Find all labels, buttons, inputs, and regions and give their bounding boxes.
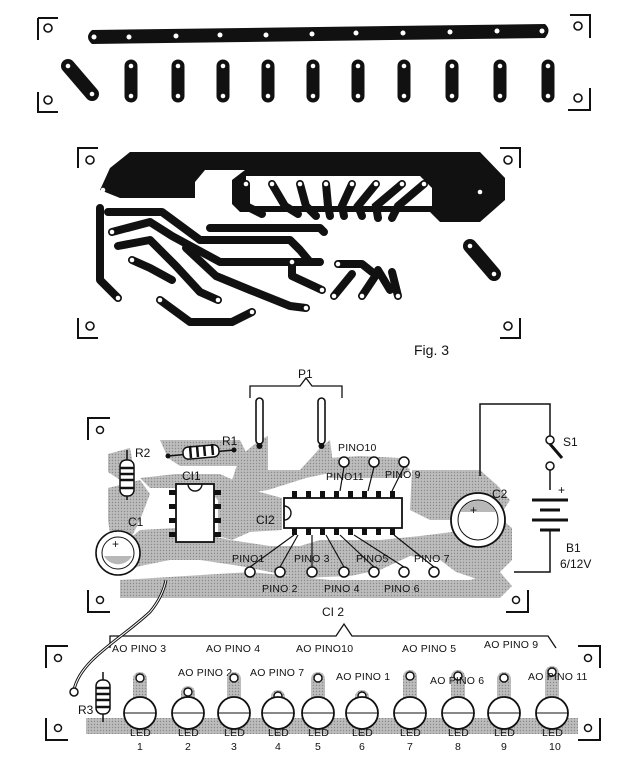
led-3: LED 3 AO PINO 4 [206, 643, 260, 753]
pcb-copper-layout: Fig. 3 [77, 147, 521, 358]
led-pad [405, 671, 415, 681]
r1-resistor [165, 443, 237, 460]
led-connection-label: AO PINO10 [296, 643, 353, 655]
led-8: LED 8 AO PINO 6 [430, 670, 484, 753]
pin-label-pino5: PINO5 [356, 553, 389, 565]
led-number: 7 [407, 741, 413, 753]
pin-label-pino7: PINO 7 [414, 553, 450, 565]
led-pad [313, 673, 323, 683]
led-connection-label: AO PINO 1 [336, 671, 390, 683]
led-board: R3 LED 1 AO PINO 3 LED 2 AO PINO 2 LED 3 AO PINO… [45, 639, 601, 753]
r2-label: R2 [135, 446, 151, 460]
led-number: 8 [455, 741, 461, 753]
c1-plus: + [112, 537, 119, 551]
led-pad [547, 667, 557, 677]
p1-label: P1 [298, 367, 313, 381]
led-label: LED [224, 727, 245, 739]
led-number: 2 [185, 741, 191, 753]
led-connection-label: AO PINO 2 [178, 667, 232, 679]
led-4: LED 4 AO PINO 7 [250, 667, 304, 753]
led-label: LED [542, 727, 563, 739]
b1-label: B1 [566, 541, 581, 555]
led-label: LED [268, 727, 289, 739]
led-number: 4 [275, 741, 281, 753]
p1-bracket [249, 376, 343, 398]
bus-trace [88, 24, 549, 44]
led-label: LED [494, 727, 515, 739]
led-number: 3 [231, 741, 237, 753]
figure-label: Fig. 3 [414, 342, 449, 358]
c2-capacitor [450, 492, 506, 548]
pin-label-pino1: PINO1 [232, 553, 265, 565]
led-connection-label: AO PINO 3 [112, 643, 166, 655]
ci1-chip [169, 483, 221, 543]
ci2-chip [283, 491, 403, 535]
pin-label-pino10: PINO10 [338, 442, 377, 454]
led-number: 5 [315, 741, 321, 753]
p1-potentiometer [255, 397, 326, 449]
led-number: 1 [137, 741, 143, 753]
r2-resistor [119, 450, 135, 500]
led-pad [135, 673, 145, 683]
led-connection-label: AO PINO 11 [528, 671, 588, 683]
c1-capacitor [95, 530, 141, 576]
led-pad [453, 671, 463, 681]
c2-plus: + [470, 503, 477, 517]
led-7: LED 7 AO PINO 5 [393, 643, 456, 753]
led-2: LED 2 AO PINO 2 [171, 667, 232, 753]
pin-label-pino6: PINO 6 [384, 583, 420, 595]
pin-label-pino9: PINO 9 [385, 469, 421, 481]
led-pad [499, 673, 509, 683]
b1-voltage: 6/12V [560, 557, 591, 571]
r1-label: R1 [222, 434, 238, 448]
led-pad [229, 673, 239, 683]
ci2-label: CI2 [256, 513, 275, 527]
led-number: 6 [359, 741, 365, 753]
c2-label: C2 [492, 487, 508, 501]
led-9: LED 9 AO PINO 9 [484, 639, 538, 753]
led-label: LED [178, 727, 199, 739]
pcb-top-strip [37, 14, 591, 113]
led-connection-label: AO PINO 7 [250, 667, 304, 679]
led-connection-label: AO PINO 4 [206, 643, 260, 655]
r3-label: R3 [78, 703, 94, 717]
b1-plus: + [558, 483, 565, 497]
r3-resistor [69, 672, 111, 722]
ci2-pin-pads [244, 456, 440, 578]
led-label: LED [400, 727, 421, 739]
led-connection-label: AO PINO 5 [402, 643, 456, 655]
pin-label-pino3: PINO 3 [294, 553, 330, 565]
led-connection-label: AO PINO 9 [484, 639, 538, 651]
pin-label-pino4: PINO 4 [324, 583, 360, 595]
s1-switch [479, 403, 564, 490]
led-connection-label: AO PINO 6 [430, 675, 484, 687]
led-label: LED [352, 727, 373, 739]
ci2-bracket [109, 622, 557, 649]
ci2-group-label: CI 2 [322, 605, 344, 619]
c1-label: C1 [128, 515, 144, 529]
led-5: LED 5 AO PINO10 [296, 643, 353, 753]
ci1-label: CI1 [182, 469, 201, 483]
pin-label-pino2: PINO 2 [262, 583, 298, 595]
b1-battery [514, 498, 568, 573]
corner-marks-top [37, 14, 591, 113]
pcb-component-side: P1 R1 R2 [72, 367, 591, 691]
led-label: LED [308, 727, 329, 739]
led-number: 9 [501, 741, 507, 753]
led-1: LED 1 AO PINO 3 [112, 643, 166, 753]
pin-label-pino11: PINO11 [326, 471, 364, 483]
led-pad [183, 687, 193, 697]
s1-label: S1 [563, 435, 578, 449]
led-label: LED [130, 727, 151, 739]
led-number: 10 [549, 741, 561, 753]
led-10: LED 10 AO PINO 11 [528, 666, 588, 753]
led-label: LED [448, 727, 469, 739]
led-6: LED 6 AO PINO 1 [336, 671, 390, 753]
